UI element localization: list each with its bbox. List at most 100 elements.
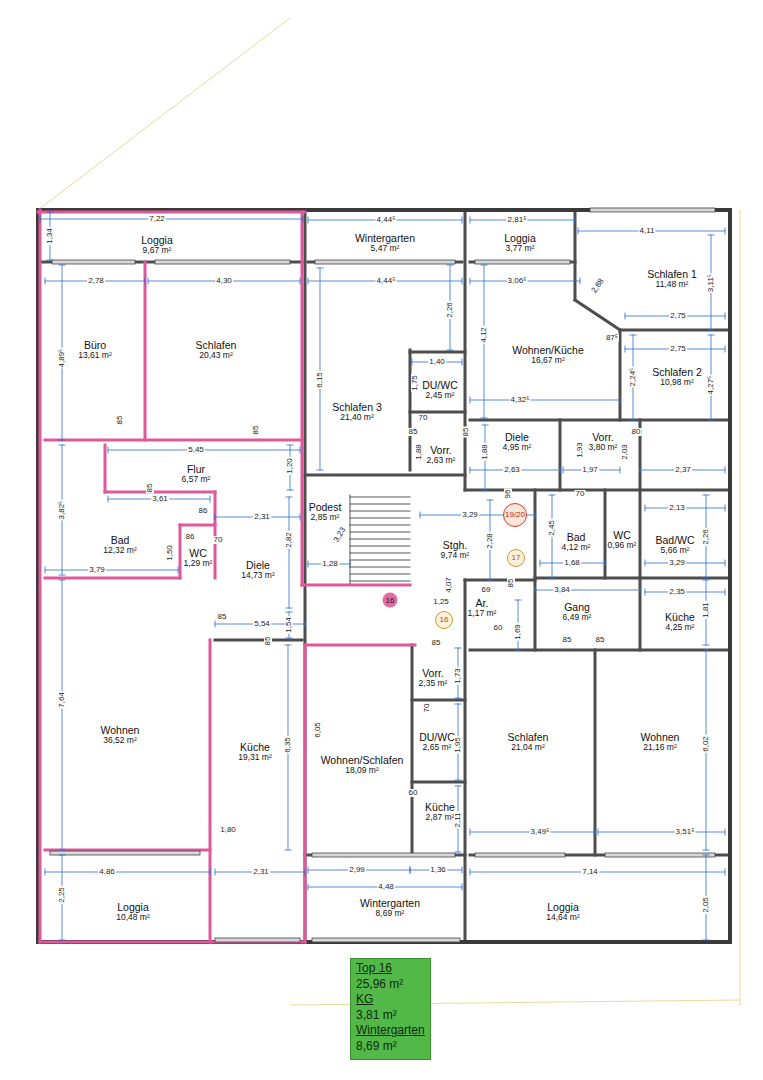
highlighted-wall [104, 445, 107, 492]
room-name: Schlafen 3 [332, 401, 382, 413]
stair-step [350, 574, 410, 575]
room-text: 2,65 m² [419, 743, 455, 753]
dimension-label: 87⁵ [605, 334, 619, 342]
dimension-tick [303, 216, 304, 222]
dimension-tick [470, 397, 471, 403]
dimension-label: 85 [116, 415, 124, 426]
dimension-label: 3,11⁵ [707, 273, 715, 293]
room-label: Loggia3,77 m² [503, 231, 537, 255]
room-text: 5,66 m² [655, 546, 694, 556]
dimension-label: 1,25 [432, 598, 450, 606]
dimension-tick [59, 855, 65, 856]
dimension-label: 4,89⁵ [58, 348, 66, 369]
room-label: Küche19,31 m² [237, 740, 273, 764]
dimension-label: 3,84 [553, 586, 571, 594]
highlighted-wall [305, 644, 415, 647]
room-text: 3,77 m² [504, 244, 536, 254]
dimension-tick [455, 786, 461, 787]
room-label: Bad12,32 m² [102, 533, 138, 557]
dimension-label: 1,28 [321, 560, 339, 568]
dimension-tick [515, 650, 521, 651]
dimension-tick [308, 217, 309, 223]
highlighted-wall [105, 491, 215, 494]
room-text: 6,57 m² [182, 475, 211, 485]
room-label: DU/WC2,65 m² [418, 730, 456, 754]
stair-step [350, 567, 410, 568]
dimension-tick [645, 589, 646, 595]
dimension-label: 4,48 [377, 883, 395, 891]
dimension-tick [725, 313, 726, 319]
dimension-tick [575, 217, 576, 223]
dimension-label: 85 [462, 427, 470, 438]
room-name: Flur [182, 463, 211, 475]
dimension-tick [286, 638, 292, 639]
dimension-tick [470, 217, 471, 223]
room-name: Top 16 [356, 961, 425, 977]
room-name: DU/WC [419, 731, 455, 743]
property-line [38, 18, 290, 210]
dimension-tick [515, 600, 521, 601]
wall [575, 300, 620, 330]
room-label: Vorr.2,35 m² [418, 666, 449, 690]
highlighted-wall [180, 524, 215, 527]
callout-number: 19/20 [503, 503, 527, 527]
dimension-tick [285, 645, 291, 646]
dimension-label: 2,11 [454, 812, 462, 829]
wall [639, 420, 642, 578]
room-text: 8,69 m² [360, 909, 420, 919]
dimension-tick [605, 560, 606, 566]
dimension-tick [703, 645, 709, 646]
room-label: WC1,29 m² [183, 546, 214, 570]
wall [470, 419, 730, 422]
highlighted-wall [45, 577, 180, 580]
room-text: 21,16 m² [641, 743, 680, 753]
dimension-label: 2,37 [674, 466, 692, 474]
dimension-label: 86 [185, 533, 196, 541]
stair-step [350, 560, 410, 561]
dimension-tick [300, 278, 301, 284]
room-label: Stgh.9,74 m² [440, 538, 471, 562]
dimension-label: 85 [252, 425, 260, 436]
wall [305, 474, 465, 477]
dimension-tick [59, 445, 65, 446]
dimension-label: 3,29 [461, 511, 479, 519]
room-label: Wohnen/Küche16,67 m² [511, 343, 585, 367]
room-name: WC [608, 529, 637, 541]
dimension-tick [487, 500, 493, 501]
room-name: Loggia [546, 901, 580, 913]
room-name: Küche [425, 801, 455, 813]
dimension-tick [59, 265, 65, 266]
dimension-label: 2,35 [668, 588, 686, 596]
wall [304, 210, 307, 942]
dimension-tick [481, 418, 487, 419]
dimension-tick [300, 514, 301, 520]
room-label: Bad4,12 m² [561, 530, 592, 554]
room-name: Vorr. [419, 667, 448, 679]
dimension-label: 2,26 [446, 301, 454, 319]
dimension-tick [108, 496, 109, 502]
dimension-tick [215, 869, 216, 875]
dimension-tick [470, 829, 471, 835]
room-name: DU/WC [422, 379, 458, 391]
dimension-tick [625, 346, 626, 352]
dimension-label: 1,36 [429, 866, 447, 874]
dimension-label: 2,24⁵ [629, 367, 637, 388]
room-label: DU/WC2,45 m² [421, 378, 459, 402]
dimension-label: 1,93 [576, 441, 584, 459]
window [50, 851, 200, 855]
room-name: Küche [238, 741, 272, 753]
dimension-label: 86 [198, 507, 209, 515]
dimension-label: 1,97 [581, 466, 599, 474]
dimension-tick [410, 867, 411, 873]
room-text: 20,43 m² [196, 351, 237, 361]
room-name: Bad/WC [655, 534, 694, 546]
dimension-line [45, 872, 210, 873]
dimension-tick [447, 265, 453, 266]
dimension-tick [560, 467, 561, 473]
dimension-tick [305, 621, 306, 627]
room-label: Loggia9,67 m² [140, 233, 174, 257]
room-text: 10,98 m² [652, 378, 702, 388]
room-text: 36,52 m² [101, 736, 140, 746]
dimension-tick [482, 425, 488, 426]
room-name: Schlafen [196, 339, 237, 351]
